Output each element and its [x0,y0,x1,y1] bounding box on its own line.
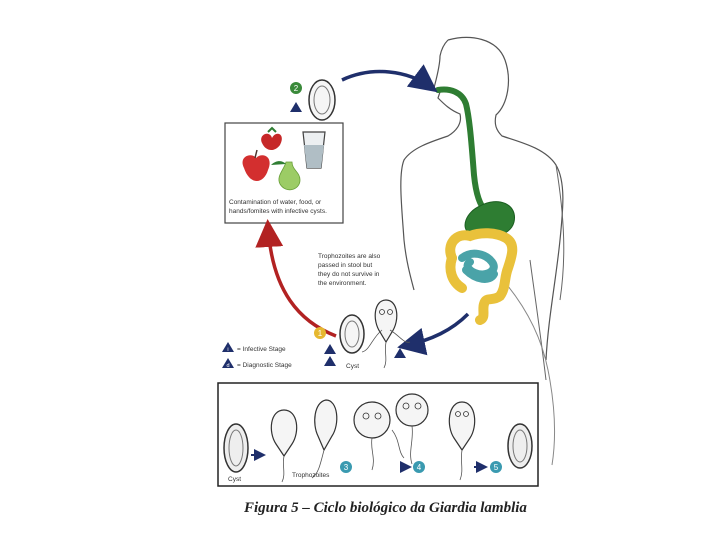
cyst-nucleus [512,429,528,463]
stage-number-1-text: 1 [318,329,323,338]
diagnostic-cyst [339,314,365,354]
trophozoites-note: Trophozoites are also passed in stool bu… [318,253,382,287]
stage-number-3 [340,461,352,473]
cyst-nucleus [344,320,360,348]
apple-icon [242,149,270,181]
large-intestine-left [445,253,467,293]
cyst-bottom-left [223,423,249,473]
trophozoite-middle [361,299,411,369]
legend: i = Infective Stage d = Diagnostic Stage [222,342,292,369]
cyst-nucleus [313,85,331,115]
legend-infective-label: = Infective Stage [237,346,286,353]
stage-number-4 [413,461,425,473]
svg-text:d: d [226,363,229,369]
svg-text:3: 3 [344,463,349,472]
cyst-to-mouth-arrow [341,64,438,93]
legend-diagnostic-label: = Diagnostic Stage [237,362,292,369]
cyst-label-small: Cyst [346,363,359,370]
intestine-to-stool-arrow [397,312,470,356]
arm-outline [529,164,565,381]
infective-triangle-top [290,102,302,112]
legend-diagnostic-triangle [222,358,234,368]
esophagus [435,86,489,215]
contamination-text: Contamination of water, food, or hands/f… [229,199,327,215]
water-glass-icon [302,131,326,169]
pear-icon [271,161,301,191]
svg-text:4: 4 [417,463,422,472]
cyst-label-bottom: Cyst [228,476,241,483]
diagnostic-triangle-mid-1 [324,356,336,366]
stage-number-5 [490,461,502,473]
svg-text:i: i [227,347,228,353]
small-intestine [458,249,498,283]
stage-number-2 [290,82,302,94]
stage-number-1 [314,327,326,339]
diagnostic-triangle-mid-2 [394,348,406,358]
cyst-nucleus [228,429,244,467]
large-intestine [445,228,518,325]
trophozoite-right [448,401,476,481]
legend-infective-triangle [222,342,234,352]
svg-text:5: 5 [494,463,499,472]
trophozoites-label: Trophozoites [292,472,330,479]
dividing-trophozoites [353,393,429,471]
figure-caption: Figura 5 – Ciclo biológico da Giardia la… [244,500,527,516]
infective-cyst-top [308,79,336,121]
trophozoite-pair [270,399,338,483]
stage-number-2-text: 2 [294,84,299,93]
cyst-bottom-right [507,423,533,469]
infective-triangle-mid [324,344,336,354]
strawberries-icon [261,126,282,151]
leg-line [502,279,556,466]
